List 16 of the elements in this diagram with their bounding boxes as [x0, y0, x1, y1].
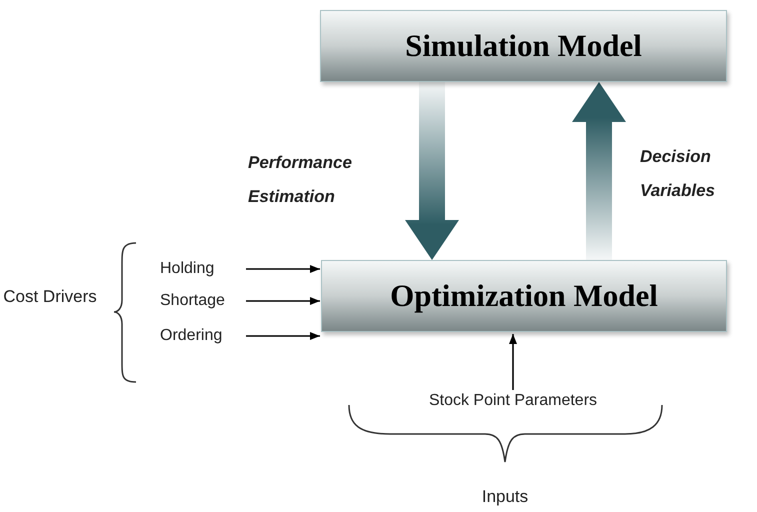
group-label: Inputs — [480, 486, 530, 508]
input-label: Ordering — [160, 325, 246, 347]
model-box: Simulation Model — [320, 10, 727, 82]
edge-label: Performance Estimation — [248, 152, 353, 208]
input-label: Shortage — [160, 290, 246, 312]
arrow — [509, 334, 517, 390]
group-label: Cost Drivers — [2, 286, 98, 308]
arrow — [246, 332, 320, 340]
block-arrow — [572, 82, 626, 260]
input-label: Stock Point Parameters — [400, 390, 626, 412]
input-label: Holding — [160, 258, 246, 280]
arrow — [246, 265, 320, 273]
block-arrow — [405, 82, 459, 260]
model-box: Optimization Model — [321, 260, 727, 332]
edge-label: Decision Variables — [640, 146, 716, 202]
arrow — [246, 297, 320, 305]
